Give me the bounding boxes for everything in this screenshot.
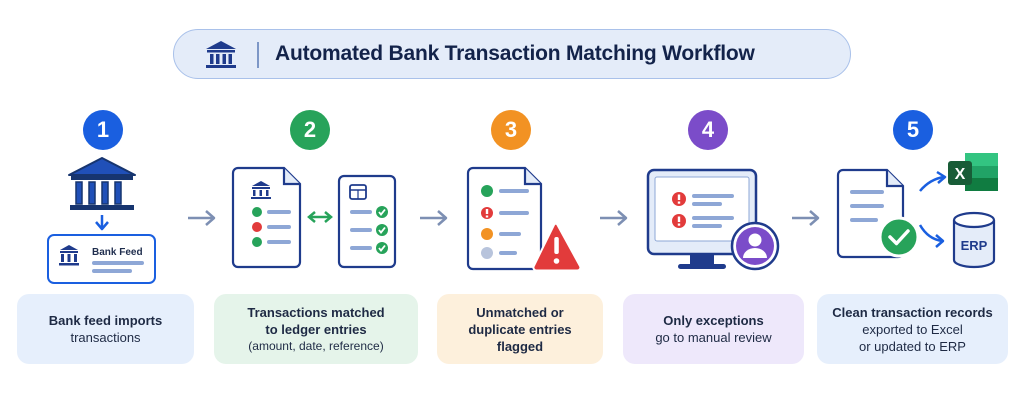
erp-label: ERP (961, 238, 988, 253)
reviewer-avatar-icon (730, 221, 780, 271)
step-1-text-line1: Bank feed imports (48, 313, 163, 328)
step-2-text-line2: to ledger entries (265, 321, 367, 337)
title-separator (257, 42, 259, 68)
step-1-text-line2: transactions (70, 330, 141, 345)
bank-feed-card: Bank Feed (47, 234, 156, 284)
down-arrow-icon (95, 215, 109, 231)
flow-arrow-3-icon (600, 210, 628, 226)
excel-icon: X (948, 153, 998, 191)
export-arrow-down-icon (918, 224, 945, 248)
step-1-number: 1 (83, 110, 123, 150)
step-1-card: Bank feed imports transactions (17, 294, 194, 364)
ledger-document-icon (337, 174, 397, 269)
step-3-text-line1: Unmatched or (476, 304, 564, 320)
flow-arrow-4-icon (792, 210, 820, 226)
step-2-illustration (231, 166, 397, 269)
step-3-illustration (466, 166, 582, 272)
step-5-illustration: X ERP (836, 153, 998, 269)
monitor-icon (646, 168, 758, 269)
step-5-text-line2: exported to Excel (862, 321, 963, 337)
transactions-document-icon (231, 166, 302, 269)
flagged-document-icon (466, 166, 543, 271)
bank-feed-label: Bank Feed (92, 247, 143, 258)
title-banner: Automated Bank Transaction Matching Work… (173, 29, 851, 79)
step-4-text-line1: Only exceptions (663, 313, 764, 328)
step-3-card: Unmatched or duplicate entries flagged (437, 294, 603, 364)
step-2-number: 2 (290, 110, 330, 150)
check-circle-icon (878, 216, 920, 258)
bank-building-icon (68, 157, 136, 210)
step-4-illustration (646, 168, 780, 271)
step-1-illustration: Bank Feed (47, 157, 156, 284)
step-2-text-line1: Transactions matched (247, 304, 385, 320)
flow-arrow-2-icon (420, 210, 448, 226)
page-title: Automated Bank Transaction Matching Work… (275, 42, 755, 65)
bank-icon (206, 41, 236, 68)
excel-label: X (955, 166, 966, 183)
warning-icon (532, 222, 582, 272)
step-4-number: 4 (688, 110, 728, 150)
match-arrows-icon (307, 211, 333, 223)
step-5-card: Clean transaction records exported to Ex… (817, 294, 1008, 364)
step-2-text-line3: (amount, date, reference) (248, 338, 384, 353)
flow-arrow-1-icon (188, 210, 216, 226)
step-3-number: 3 (491, 110, 531, 150)
export-arrow-up-icon (919, 170, 947, 192)
step-3-text-line3: flagged (496, 338, 544, 354)
step-4-text-line2: go to manual review (655, 330, 772, 345)
step-2-card: Transactions matched to ledger entries (… (214, 294, 418, 364)
step-5-text-line1: Clean transaction records (832, 304, 993, 320)
step-4-card: Only exceptions go to manual review (623, 294, 804, 364)
step-5-text-line3: or updated to ERP (859, 338, 966, 354)
step-3-text-line2: duplicate entries (468, 321, 572, 337)
erp-database-icon: ERP (952, 211, 996, 269)
step-5-number: 5 (893, 110, 933, 150)
